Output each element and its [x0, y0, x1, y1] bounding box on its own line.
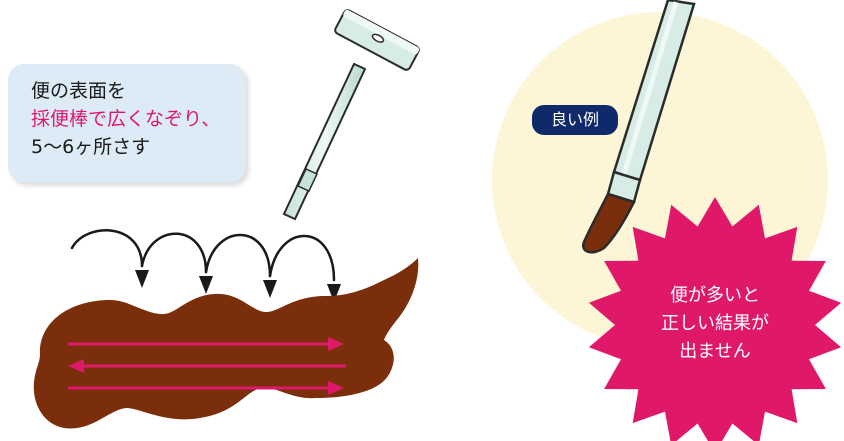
instruction-line-2: 採便棒で広くなぞり、 [31, 106, 220, 132]
warning-line-2: 正しい結果が [640, 310, 790, 338]
instruction-line-1: 便の表面を [31, 78, 126, 104]
warning-line-1: 便が多いと [640, 282, 790, 310]
sampling-stick-icon [284, 9, 420, 219]
poke-arrowheads [135, 270, 341, 302]
instruction-line-3: 5〜6ヶ所さす [31, 134, 150, 160]
instruction-callout: 便の表面を 採便棒で広くなぞり、 5〜6ヶ所さす [8, 64, 246, 182]
good-example-badge: 良い例 [532, 105, 618, 135]
warning-text: 便が多いと 正しい結果が 出ません [640, 282, 790, 366]
poke-arrow-icon [72, 230, 334, 280]
warning-line-3: 出ません [640, 338, 790, 366]
